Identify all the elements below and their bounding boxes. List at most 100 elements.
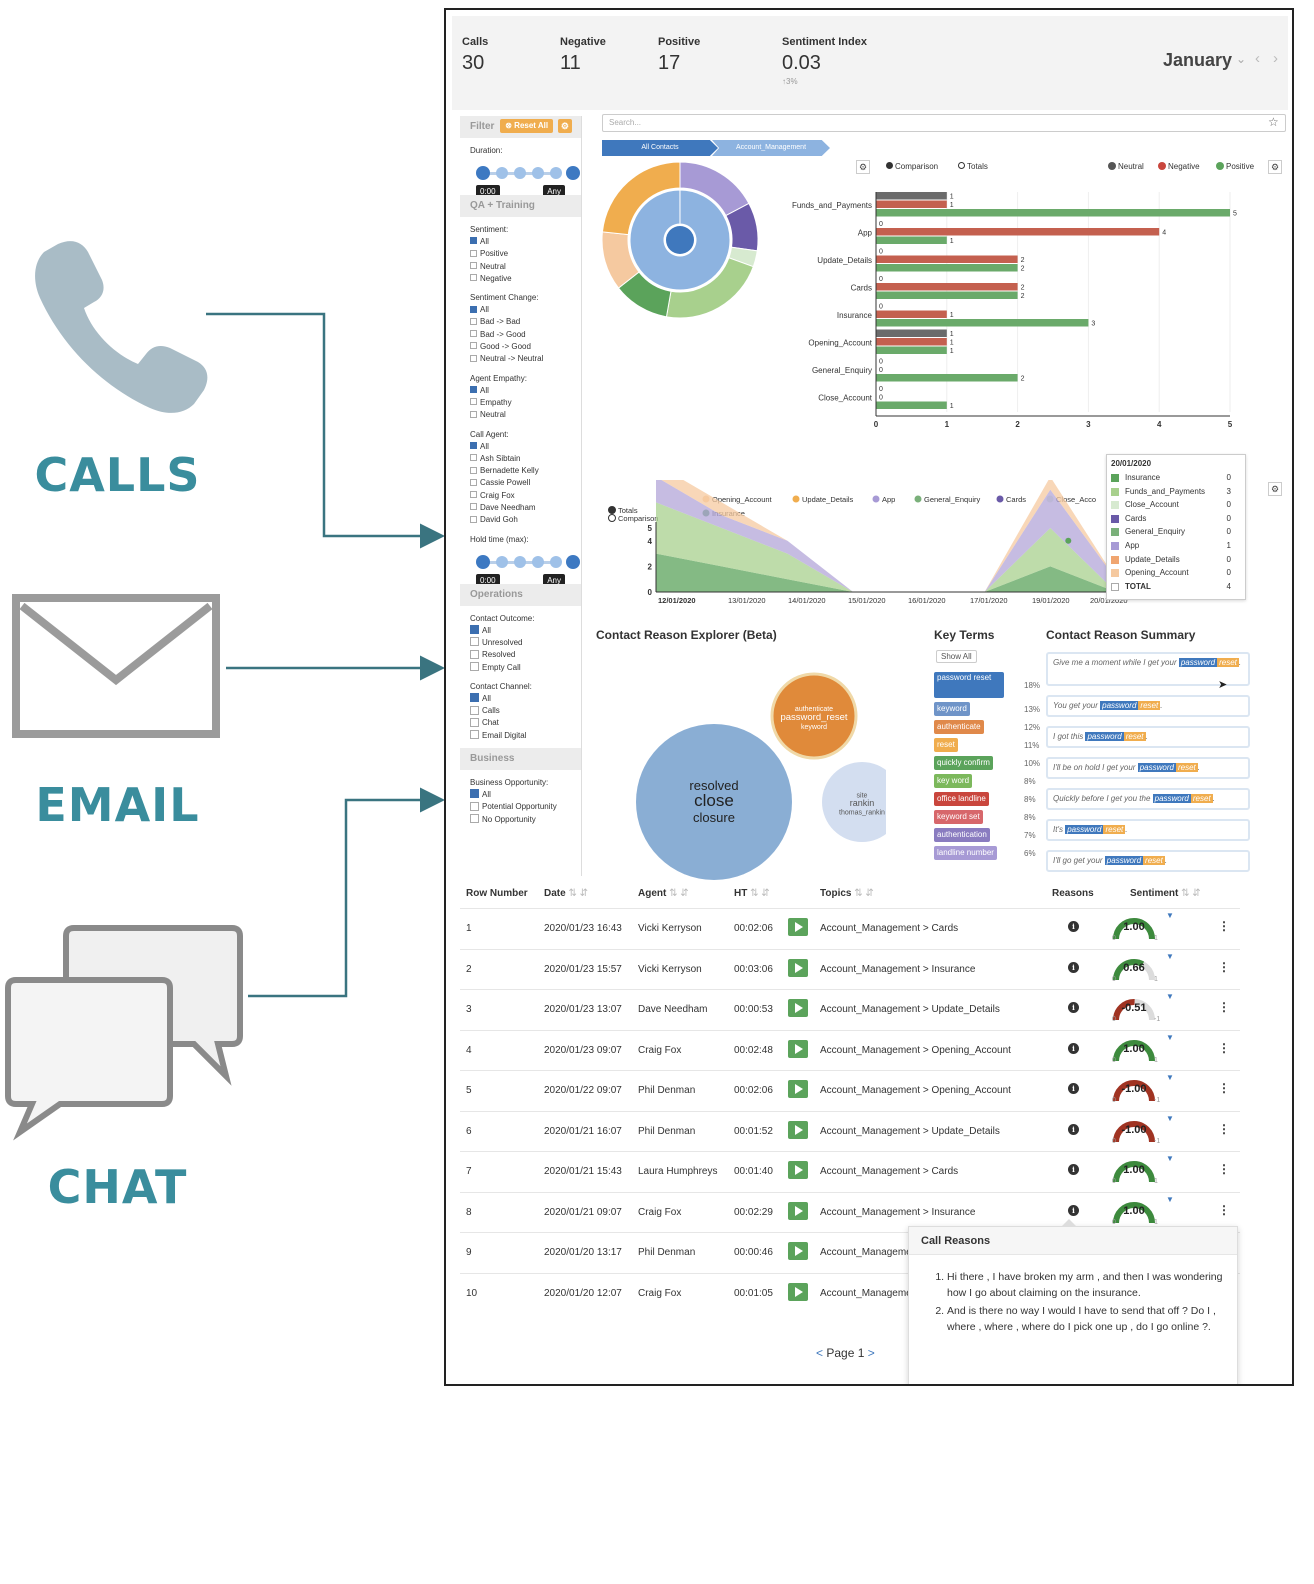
checkbox[interactable] xyxy=(470,730,479,740)
hold-time-slider[interactable]: 0:00 Any xyxy=(476,546,580,590)
page-next[interactable]: > xyxy=(867,1346,875,1360)
chart-settings-gear-icon[interactable]: ⚙ xyxy=(1268,160,1282,174)
agent-empathy-option[interactable]: Empathy xyxy=(470,397,571,409)
business-opportunity-option[interactable]: Potential Opportunity xyxy=(470,801,571,813)
key-term-chip[interactable]: reset xyxy=(934,738,958,752)
call-agent-option[interactable]: Dave Needham xyxy=(470,502,571,514)
key-term-chip[interactable]: landline number xyxy=(934,846,997,860)
th-agent[interactable]: Agent ⇅ ⇵ xyxy=(638,888,689,899)
checkbox[interactable] xyxy=(470,717,479,727)
checkbox[interactable] xyxy=(470,410,477,418)
info-icon[interactable]: i xyxy=(1068,1002,1079,1013)
call-agent-option[interactable]: Craig Fox xyxy=(470,490,571,502)
bar-positive[interactable] xyxy=(876,264,1018,272)
duration-slider[interactable]: 0:00 Any xyxy=(476,157,580,201)
bar-neutral[interactable] xyxy=(876,329,947,338)
bar-neutral[interactable] xyxy=(876,192,947,200)
checkbox[interactable] xyxy=(470,261,477,269)
operations-heading[interactable]: Operations xyxy=(460,583,581,606)
contact-outcome-option[interactable]: All xyxy=(470,625,571,637)
info-icon[interactable]: i xyxy=(1068,921,1079,932)
sunburst-inner-ring[interactable] xyxy=(629,189,731,291)
play-icon[interactable] xyxy=(788,1282,808,1301)
business-opportunity-option[interactable]: All xyxy=(470,789,571,801)
sentiment-change-option[interactable]: All xyxy=(470,304,571,316)
area-series[interactable] xyxy=(656,480,1116,592)
bar-negative[interactable] xyxy=(876,338,947,346)
more-options-icon[interactable]: ⋮ xyxy=(1218,1202,1230,1217)
area-legend-label[interactable]: General_Enquiry xyxy=(924,495,981,504)
checkbox[interactable] xyxy=(470,466,477,474)
breadcrumb-all-contacts[interactable]: All Contacts xyxy=(602,140,718,156)
caret-down-icon[interactable]: ▼ xyxy=(1166,1194,1174,1204)
more-options-icon[interactable]: ⋮ xyxy=(1218,959,1230,974)
key-term-chip[interactable]: key word xyxy=(934,774,973,788)
page-prev[interactable]: < xyxy=(816,1346,824,1360)
reset-all-button[interactable]: ⊗ Reset All xyxy=(500,119,554,134)
chevron-down-icon[interactable]: ⌄ xyxy=(1235,52,1246,66)
area-toggle-radio[interactable] xyxy=(608,506,616,514)
bar-positive[interactable] xyxy=(876,374,1018,382)
business-heading[interactable]: Business xyxy=(460,748,581,771)
more-options-icon[interactable]: ⋮ xyxy=(1218,1081,1230,1095)
checkbox[interactable] xyxy=(470,693,479,703)
reason-bubble[interactable] xyxy=(636,724,792,880)
area-legend-label[interactable]: Update_Details xyxy=(802,495,854,504)
th-row-number[interactable]: Row Number xyxy=(466,888,528,899)
sunburst-center[interactable] xyxy=(666,226,694,254)
th-sentiment[interactable]: Sentiment ⇅ ⇵ xyxy=(1130,888,1201,899)
checkbox[interactable] xyxy=(470,342,477,350)
checkbox[interactable] xyxy=(470,649,479,659)
area-legend-swatch[interactable] xyxy=(792,495,800,503)
agent-empathy-option[interactable]: All xyxy=(470,385,571,397)
call-agent-option[interactable]: Cassie Powell xyxy=(470,477,571,489)
checkbox[interactable] xyxy=(470,705,479,715)
area-legend-label[interactable]: App xyxy=(882,495,895,504)
qa-training-heading[interactable]: QA + Training xyxy=(460,195,581,217)
chevron-right-icon[interactable]: › xyxy=(1273,50,1278,67)
caret-down-icon[interactable]: ▼ xyxy=(1166,1154,1174,1163)
star-icon[interactable]: ☆ xyxy=(1268,115,1279,129)
th-ht[interactable]: HT ⇅ ⇵ xyxy=(734,888,770,899)
area-legend-swatch[interactable] xyxy=(914,495,922,503)
area-legend-label[interactable]: Close_Acco xyxy=(1056,495,1096,504)
contact-outcome-option[interactable]: Unresolved xyxy=(470,637,571,649)
checkbox[interactable] xyxy=(470,503,477,511)
key-term-chip[interactable]: authenticate xyxy=(934,720,984,734)
play-icon[interactable] xyxy=(788,958,808,977)
reason-bubble[interactable] xyxy=(822,762,886,842)
more-options-icon[interactable]: ⋮ xyxy=(1218,1162,1230,1176)
checkbox[interactable] xyxy=(470,237,477,245)
checkbox[interactable] xyxy=(470,454,477,462)
search-input[interactable]: Search... xyxy=(602,114,1286,132)
sentiment-option[interactable]: All xyxy=(470,236,571,248)
play-icon[interactable] xyxy=(788,1161,808,1179)
checkbox[interactable] xyxy=(470,398,477,406)
call-agent-option[interactable]: Ash Sibtain xyxy=(470,453,571,465)
bar-positive[interactable] xyxy=(876,319,1089,327)
checkbox[interactable] xyxy=(470,330,477,338)
caret-down-icon[interactable]: ▼ xyxy=(1166,992,1174,1001)
info-icon[interactable]: i xyxy=(1068,1042,1079,1054)
checkbox[interactable] xyxy=(470,274,477,282)
area-series[interactable] xyxy=(656,553,1116,592)
summary-snippet[interactable]: Give me a moment while I get your passwo… xyxy=(1046,652,1250,686)
call-agent-option[interactable]: All xyxy=(470,441,571,453)
more-options-icon[interactable]: ⋮ xyxy=(1218,1121,1230,1136)
legend-neutral[interactable]: Neutral xyxy=(1108,161,1144,171)
play-icon[interactable] xyxy=(788,1080,808,1098)
key-term-chip[interactable]: password reset xyxy=(934,672,1004,698)
bar-settings-gear-icon[interactable]: ⚙ xyxy=(856,160,870,174)
area-legend-swatch[interactable] xyxy=(996,495,1004,503)
key-term-chip[interactable]: quickly confirm xyxy=(934,756,993,770)
contact-channel-option[interactable]: Calls xyxy=(470,705,571,717)
checkbox[interactable] xyxy=(470,441,477,449)
